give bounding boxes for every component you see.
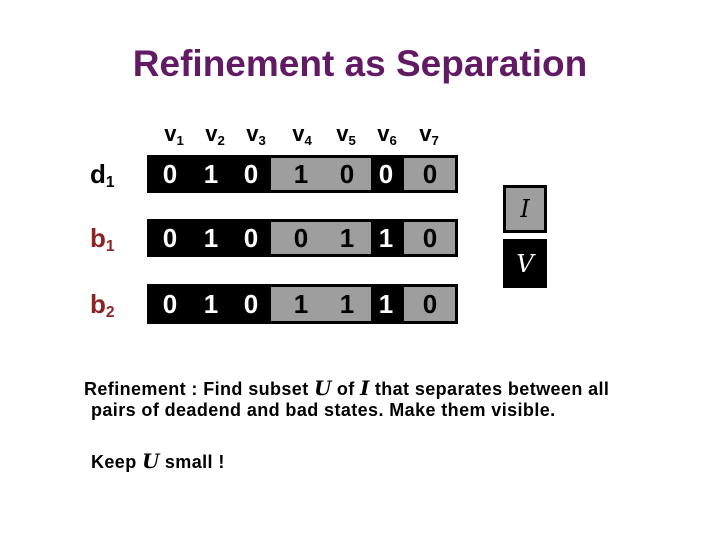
column-header-base: v — [419, 121, 432, 146]
legend-invisible-box: I — [503, 185, 547, 233]
script-u: U — [314, 376, 332, 400]
refinement-text-line1: Refinement : Find subset U of I that sep… — [84, 376, 609, 401]
cell-value: 0 — [243, 159, 259, 189]
cell-value: 0 — [243, 223, 259, 253]
script-i: I — [360, 376, 370, 400]
legend-visible-label: V — [516, 249, 534, 278]
column-header-subscript: 6 — [389, 132, 397, 148]
state-row-b2: b2 0 1 0 1 1 1 0 — [90, 284, 458, 324]
cell-value: 0 — [243, 289, 259, 319]
cell-value: 0 — [422, 159, 438, 189]
column-header-subscript: 7 — [431, 132, 439, 148]
row-label-subscript: 1 — [105, 174, 115, 192]
column-header-base: v — [377, 121, 390, 146]
column-header-v5: v5 — [336, 121, 356, 148]
row-label-base: b — [90, 289, 106, 319]
cell-value: 0 — [162, 223, 178, 253]
text-segment: that separates between all — [369, 379, 610, 399]
state-row-b1: b1 0 1 0 0 1 1 0 — [90, 219, 458, 257]
state-row-d1: d1 0 1 0 1 0 0 0 — [90, 155, 458, 193]
column-header-v1: v1 — [164, 121, 184, 148]
cell-value: 1 — [203, 289, 219, 319]
text-segment: of — [331, 379, 361, 399]
column-header-base: v — [164, 121, 177, 146]
row-label-subscript: 1 — [105, 238, 115, 256]
column-header-v6: v6 — [377, 121, 397, 148]
cell-value: 1 — [339, 289, 355, 319]
row-label-base: b — [90, 223, 106, 253]
column-header-v3: v3 — [246, 121, 266, 148]
cell-value: 1 — [339, 223, 355, 253]
legend-visible-box: V — [503, 239, 547, 288]
invisible-region-v4-v5 — [268, 155, 374, 193]
column-header-subscript: 1 — [176, 132, 184, 148]
column-header-v2: v2 — [205, 121, 225, 148]
cell-value: 1 — [293, 159, 309, 189]
column-header-subscript: 4 — [304, 132, 312, 148]
cell-value: 0 — [162, 159, 178, 189]
row-label-subscript: 2 — [105, 304, 115, 322]
cell-value: 0 — [378, 159, 394, 189]
row-label-base: d — [90, 159, 106, 189]
invisible-region-v4-v5 — [268, 219, 374, 257]
page-title: Refinement as Separation — [132, 43, 588, 84]
invisible-region-v7 — [401, 219, 458, 257]
cell-value: 0 — [162, 289, 178, 319]
refinement-text-line2: pairs of deadend and bad states. Make th… — [91, 400, 556, 420]
column-header-base: v — [205, 121, 218, 146]
keep-small-text: Keep U small ! — [91, 449, 225, 474]
cell-value: 1 — [293, 289, 309, 319]
column-header-v4: v4 — [292, 121, 312, 148]
cell-value: 0 — [422, 289, 438, 319]
invisible-region-v7 — [401, 284, 458, 324]
text-segment: small ! — [159, 452, 225, 472]
column-header-subscript: 5 — [348, 132, 356, 148]
invisible-region-v7 — [401, 155, 458, 193]
column-header-v7: v7 — [419, 121, 439, 148]
invisible-region-v4-v5 — [268, 284, 374, 324]
cell-value: 1 — [378, 223, 394, 253]
script-u: U — [142, 449, 160, 473]
column-header-subscript: 3 — [258, 132, 266, 148]
cell-value: 0 — [293, 223, 309, 253]
cell-value: 1 — [378, 289, 394, 319]
cell-value: 0 — [422, 223, 438, 253]
legend-invisible-label: I — [520, 195, 530, 223]
cell-value: 1 — [203, 223, 219, 253]
column-header-base: v — [246, 121, 259, 146]
row-label-b2: b2 — [90, 289, 115, 321]
row-label-b1: b1 — [90, 223, 115, 255]
row-label-d1: d1 — [90, 159, 115, 191]
cell-value: 1 — [203, 159, 219, 189]
text-segment: Refinement : Find subset — [84, 379, 315, 399]
text-segment: Keep — [91, 452, 143, 472]
column-header-subscript: 2 — [217, 132, 225, 148]
column-header-base: v — [292, 121, 305, 146]
cell-value: 0 — [339, 159, 355, 189]
column-header-base: v — [336, 121, 349, 146]
